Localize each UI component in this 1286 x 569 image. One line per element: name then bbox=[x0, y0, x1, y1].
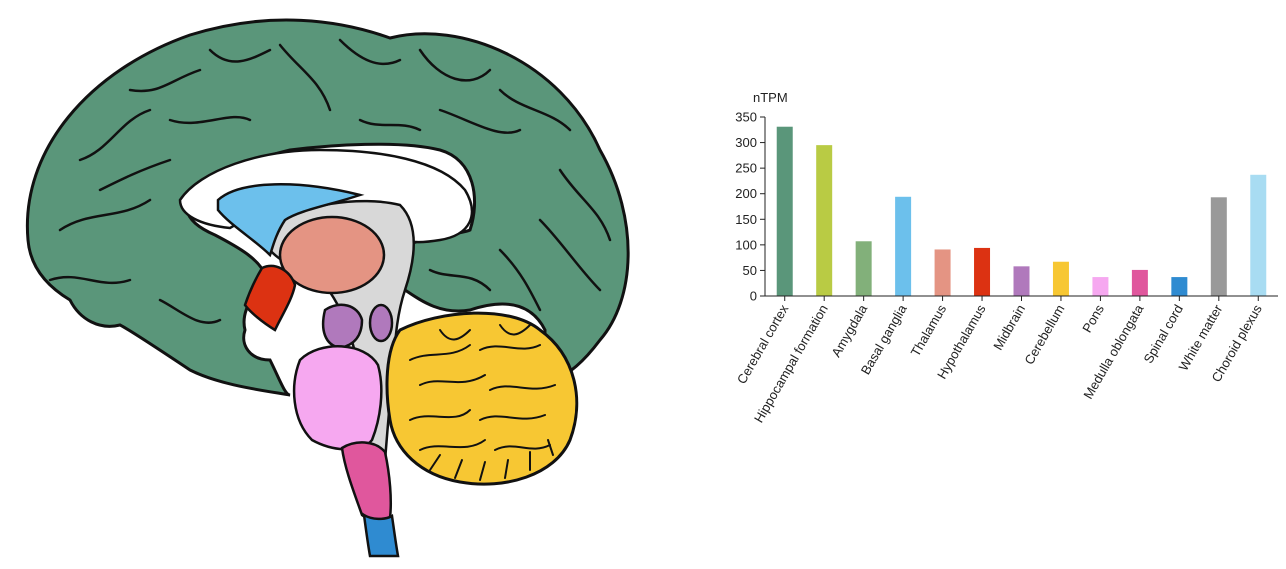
cerebellum-folia-lines bbox=[409, 324, 556, 481]
x-tick-label: Spinal cord bbox=[1140, 302, 1186, 366]
pons-region bbox=[292, 345, 383, 451]
midbrain-region-small bbox=[368, 303, 394, 343]
y-tick-label: 100 bbox=[735, 237, 757, 252]
bar[interactable] bbox=[1171, 277, 1188, 296]
x-tick-label: Amygdala bbox=[828, 301, 870, 359]
midbrain-region bbox=[321, 303, 364, 350]
hypothalamus-region bbox=[243, 264, 297, 332]
thalamus-region bbox=[278, 215, 386, 295]
bar[interactable] bbox=[855, 241, 872, 296]
cerebral-cortex-region bbox=[25, 18, 630, 397]
basal-ganglia-region bbox=[216, 183, 365, 258]
bar[interactable] bbox=[1131, 269, 1148, 296]
bar[interactable] bbox=[934, 249, 951, 296]
y-axis: 0 50 100 150 200 250 300 350 bbox=[735, 110, 766, 304]
y-tick-label: 200 bbox=[735, 186, 757, 201]
x-tick-label: Thalamus bbox=[908, 302, 950, 359]
bar[interactable] bbox=[1092, 277, 1109, 296]
bar[interactable] bbox=[1210, 197, 1227, 296]
spinal-cord-region bbox=[362, 512, 400, 558]
bar[interactable] bbox=[776, 126, 793, 296]
x-tick-label: Cerebellum bbox=[1021, 302, 1067, 367]
x-tick-label: Midbrain bbox=[990, 302, 1028, 353]
x-tick-label: Pons bbox=[1079, 302, 1107, 336]
cortex-gyri-lines bbox=[48, 38, 612, 324]
bar[interactable] bbox=[816, 145, 833, 296]
y-tick-label: 0 bbox=[750, 289, 757, 304]
bar[interactable] bbox=[1052, 261, 1069, 296]
expression-bar-chart: nTPM 0 50 100 150 200 250 300 350 Cerebral cort… bbox=[734, 90, 1278, 425]
y-tick-label: 350 bbox=[735, 110, 757, 125]
y-axis-label: nTPM bbox=[753, 90, 788, 105]
cerebellum-region bbox=[385, 311, 579, 486]
bar[interactable] bbox=[1013, 266, 1030, 296]
brain-illustration bbox=[25, 18, 630, 558]
y-tick-label: 150 bbox=[735, 212, 757, 227]
bar[interactable] bbox=[974, 247, 991, 296]
medulla-oblongata-region bbox=[340, 441, 393, 522]
bar[interactable] bbox=[895, 196, 912, 296]
y-tick-label: 50 bbox=[743, 263, 757, 278]
y-tick-label: 250 bbox=[735, 161, 757, 176]
x-tick-label: Hippocampal formation bbox=[751, 302, 831, 425]
bars-group bbox=[776, 126, 1267, 296]
y-tick-label: 300 bbox=[735, 135, 757, 150]
bar[interactable] bbox=[1250, 174, 1267, 296]
